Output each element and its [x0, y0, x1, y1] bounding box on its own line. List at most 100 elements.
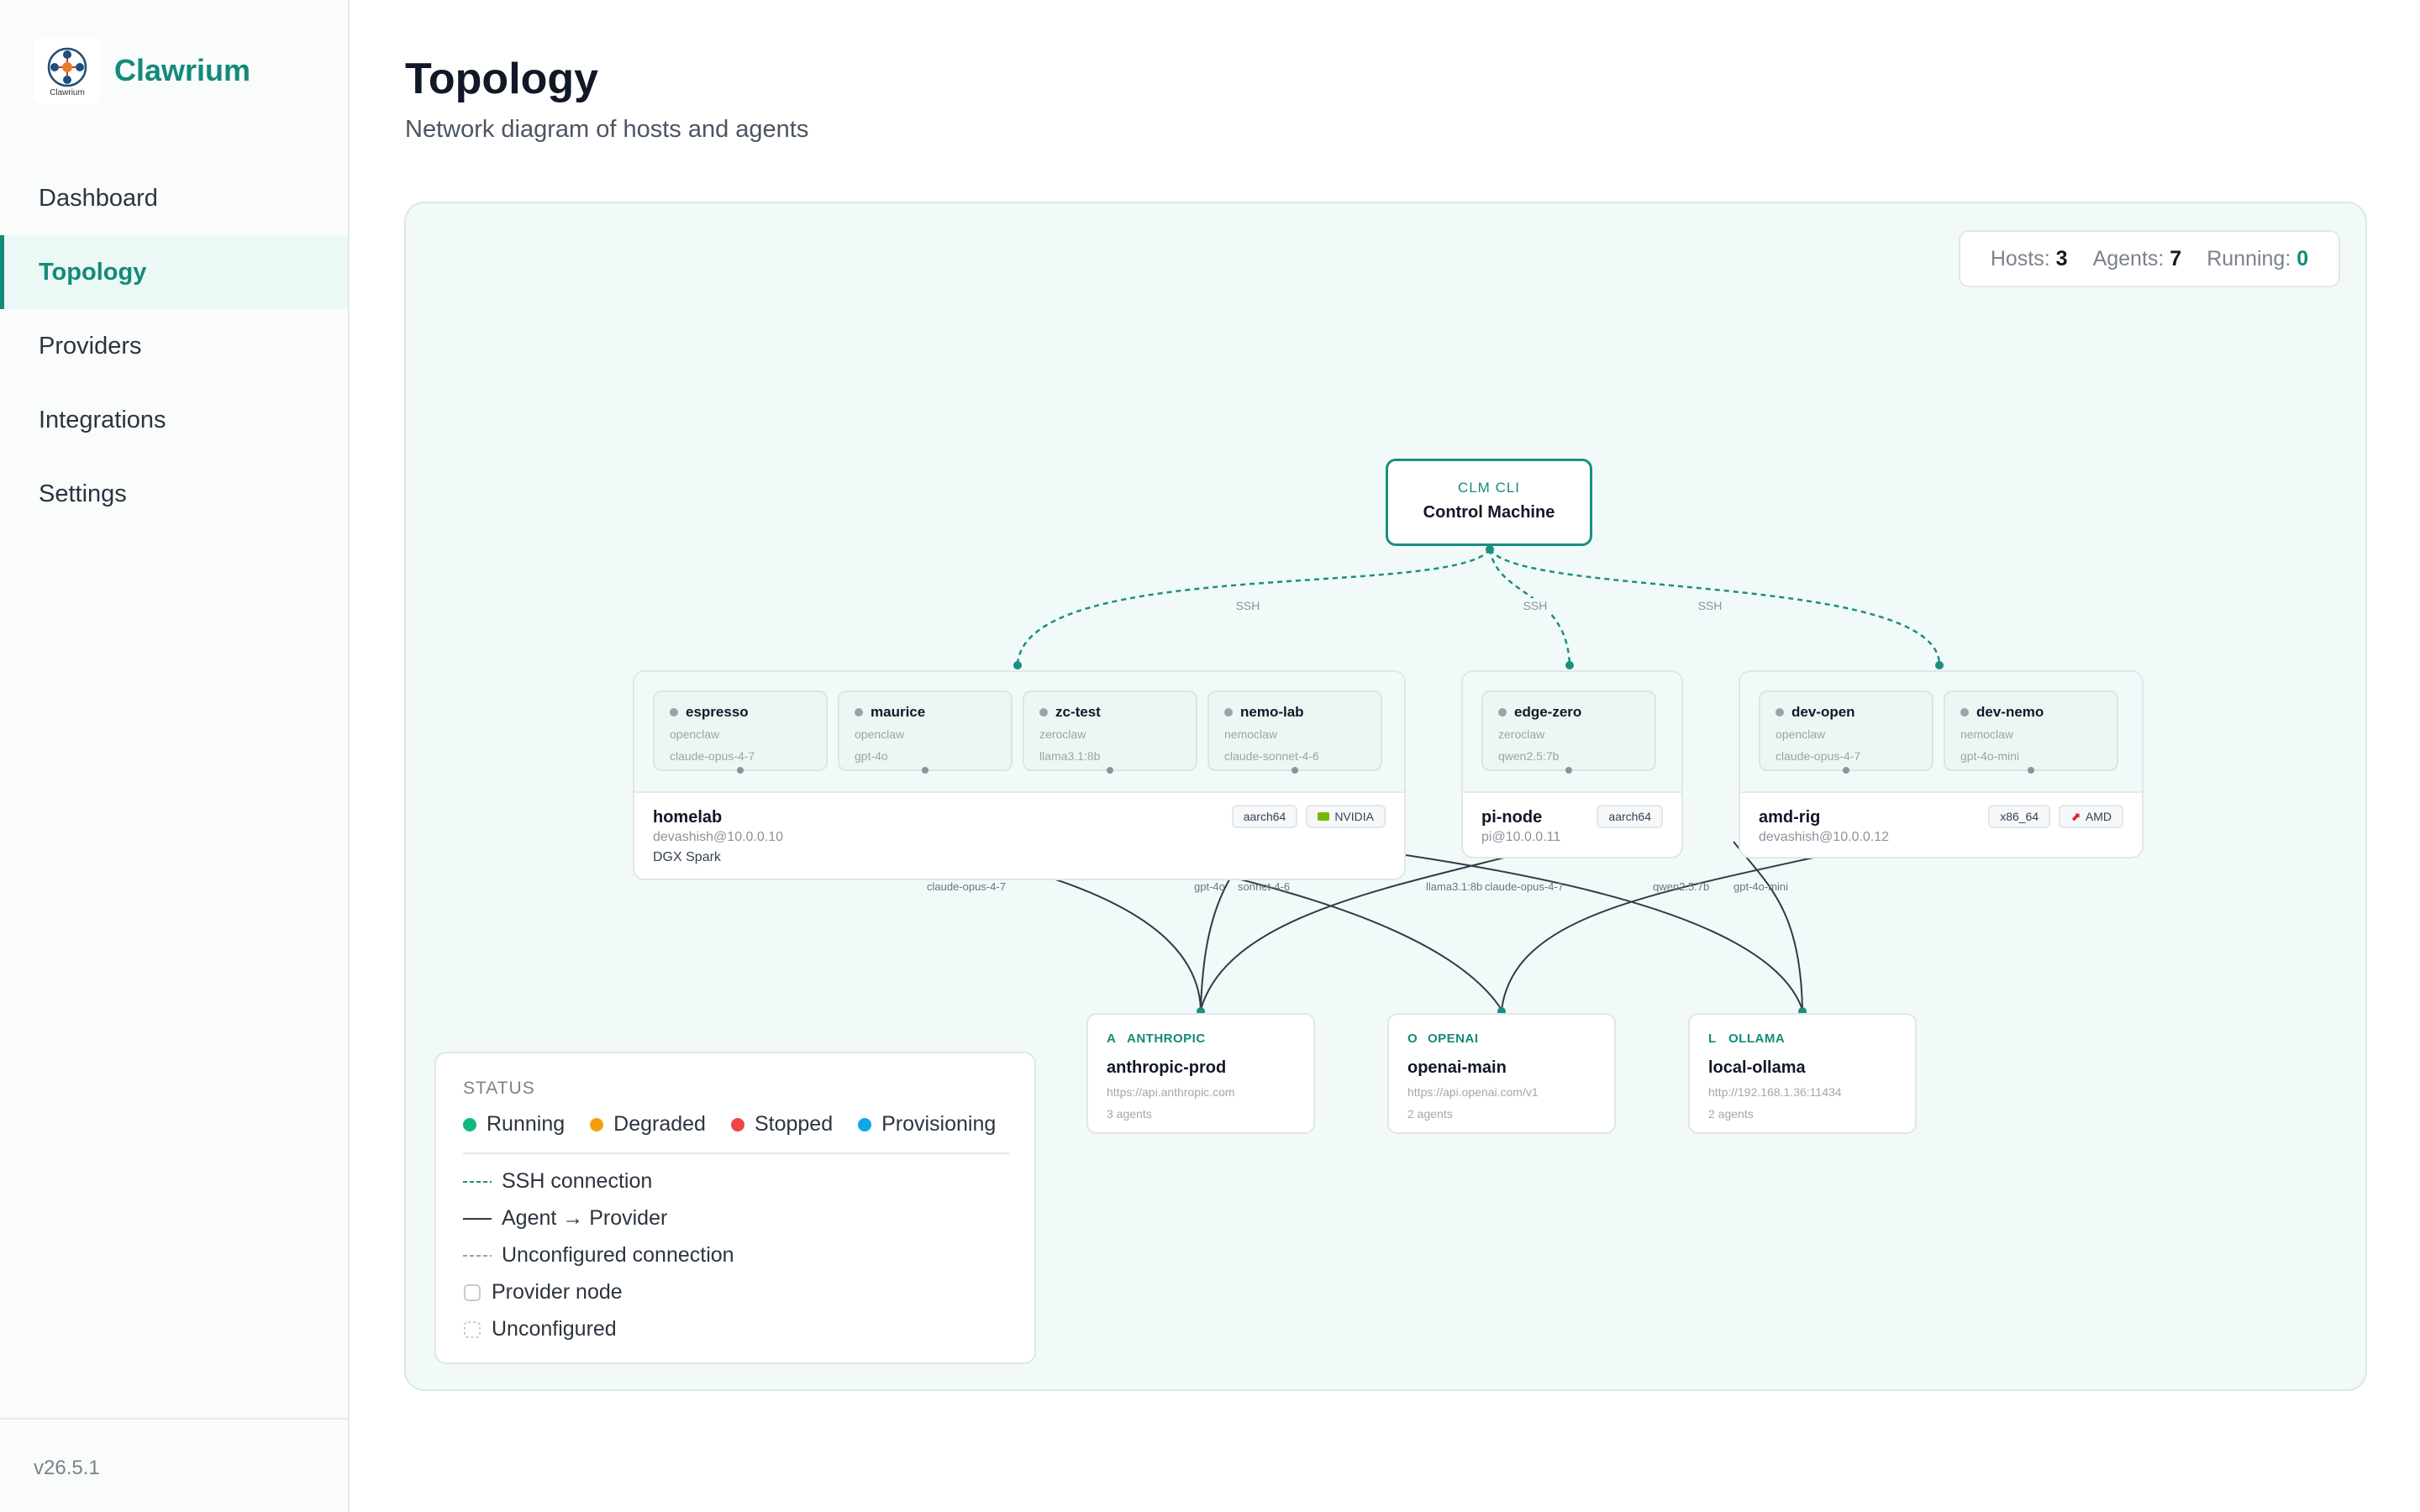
- sidebar: Clawrium Clawrium Dashboard Topology Pro…: [0, 0, 350, 1512]
- agent-model: claude-sonnet-4-6: [1224, 749, 1319, 763]
- agent-runtime: nemoclaw: [1960, 727, 2014, 741]
- sidebar-item-settings[interactable]: Settings: [39, 480, 127, 507]
- host-badges: x86_64 ⬈AMD: [1988, 805, 2123, 828]
- agent-port: [1843, 767, 1849, 774]
- control-machine-node[interactable]: CLM CLI Control Machine: [1386, 459, 1592, 546]
- agent-port: [737, 767, 744, 774]
- legend-unconfigured: Unconfigured: [463, 1317, 617, 1341]
- legend-agent-provider: Agent → Provider: [463, 1206, 667, 1231]
- wire-label-maurice: gpt-4o: [1194, 880, 1225, 893]
- agent-name: espresso: [686, 704, 749, 720]
- legend-degraded: Degraded: [590, 1112, 706, 1137]
- page-subtitle: Network diagram of hosts and agents: [405, 116, 809, 143]
- legend-divider: [463, 1152, 1009, 1154]
- host-agents-pi-node: edge-zero zeroclaw qwen2.5:7b: [1463, 672, 1681, 793]
- provider-agent-count: 2 agents: [1708, 1107, 1754, 1121]
- topology-canvas[interactable]: SSH SSH SSH claude-opus-4-7 gpt-4o sonne…: [404, 202, 2367, 1391]
- pi-node-port: [1565, 661, 1574, 669]
- stat-agents: Agents: 7: [2092, 246, 2182, 270]
- agent-card-zc-test[interactable]: zc-test zeroclaw llama3.1:8b: [1023, 690, 1197, 774]
- host-name: pi-node: [1481, 808, 1543, 827]
- agent-name: edge-zero: [1514, 704, 1582, 720]
- provider-agent-count: 2 agents: [1407, 1107, 1453, 1121]
- provider-url: http://192.168.1.36:11434: [1708, 1085, 1842, 1099]
- wire-label-espresso: claude-opus-4-7: [927, 880, 1006, 893]
- sidebar-item-providers[interactable]: Providers: [39, 332, 142, 360]
- status-dot: [1776, 708, 1784, 717]
- host-address: devashish@10.0.0.12: [1759, 830, 1890, 844]
- status-dot: [1498, 708, 1507, 717]
- agent-name: maurice: [871, 704, 926, 720]
- legend-provisioning: Provisioning: [858, 1112, 996, 1137]
- sidebar-item-topology[interactable]: Topology: [0, 235, 348, 309]
- agent-name: dev-nemo: [1976, 704, 2044, 720]
- host-node-pi-node[interactable]: edge-zero zeroclaw qwen2.5:7b pi-node pi…: [1461, 670, 1683, 858]
- host-agents-amd-rig: dev-open openclaw claude-opus-4-7 dev-ne…: [1740, 672, 2142, 793]
- provider-letter-icon: L: [1708, 1032, 1717, 1046]
- wire-label-nemo-lab: sonnet-4-6: [1238, 880, 1290, 893]
- page-title: Topology: [405, 55, 599, 103]
- brand[interactable]: Clawrium Clawrium: [34, 37, 250, 104]
- logo-caption: Clawrium: [50, 87, 85, 97]
- provider-url: https://api.anthropic.com: [1107, 1085, 1235, 1099]
- agent-card-edge-zero[interactable]: edge-zero zeroclaw qwen2.5:7b: [1481, 690, 1656, 774]
- agent-port: [1292, 767, 1298, 774]
- stat-running: Running: 0: [2207, 246, 2309, 270]
- gpu-badge: ⬈AMD: [2059, 805, 2123, 828]
- provider-name: anthropic-prod: [1107, 1058, 1227, 1077]
- stat-hosts: Hosts: 3: [1990, 246, 2068, 270]
- agent-card-maurice[interactable]: maurice openclaw gpt-4o: [838, 690, 1013, 774]
- degraded-dot-icon: [590, 1117, 604, 1131]
- arch-badge: aarch64: [1597, 805, 1663, 828]
- agent-model: gpt-4o-mini: [1960, 749, 2020, 763]
- arch-badge: x86_64: [1988, 805, 2051, 828]
- stopped-dot-icon: [730, 1117, 744, 1131]
- agent-port: [922, 767, 929, 774]
- agent-runtime: zeroclaw: [1039, 727, 1086, 741]
- legend-statuses: Running Degraded Stopped Provisioning: [463, 1112, 996, 1137]
- provisioning-dot-icon: [858, 1117, 872, 1131]
- legend-ssh: SSH connection: [463, 1169, 652, 1194]
- host-name: amd-rig: [1759, 808, 1821, 827]
- logo-icon: [47, 47, 87, 87]
- provider-agent-count: 3 agents: [1107, 1107, 1152, 1121]
- agent-card-espresso[interactable]: espresso openclaw claude-opus-4-7: [653, 690, 828, 774]
- host-agents-homelab: espresso openclaw claude-opus-4-7 mauric…: [634, 672, 1404, 793]
- agent-runtime: openclaw: [670, 727, 720, 741]
- running-dot-icon: [463, 1117, 476, 1131]
- stat-running-value: 0: [2296, 246, 2309, 270]
- legend-title: STATUS: [463, 1079, 535, 1098]
- agent-name: zc-test: [1055, 704, 1101, 720]
- sidebar-nav: Dashboard Topology Providers Integration…: [0, 161, 348, 531]
- agent-name: nemo-lab: [1240, 704, 1304, 720]
- app-name: Clawrium: [114, 53, 251, 87]
- host-address: devashish@10.0.0.10: [653, 830, 784, 844]
- host-name: homelab: [653, 808, 723, 827]
- agent-runtime: openclaw: [1776, 727, 1826, 741]
- agent-card-dev-nemo[interactable]: dev-nemo nemoclaw gpt-4o-mini: [1944, 690, 2118, 774]
- wire-label-dev-nemo: gpt-4o-mini: [1733, 880, 1788, 893]
- sidebar-item-integrations[interactable]: Integrations: [39, 406, 166, 433]
- homelab-port: [1013, 661, 1022, 669]
- host-badges: aarch64: [1597, 805, 1663, 828]
- agent-port: [1107, 767, 1113, 774]
- app-logo: Clawrium: [34, 37, 101, 104]
- host-node-amd-rig[interactable]: dev-open openclaw claude-opus-4-7 dev-ne…: [1739, 670, 2144, 858]
- amd-rig-port: [1935, 661, 1944, 669]
- status-dot: [855, 708, 863, 717]
- provider-letter-icon: O: [1407, 1032, 1418, 1046]
- sidebar-item-dashboard[interactable]: Dashboard: [39, 184, 158, 212]
- host-node-homelab[interactable]: espresso openclaw claude-opus-4-7 mauric…: [633, 670, 1406, 880]
- agent-card-nemo-lab[interactable]: nemo-lab nemoclaw claude-sonnet-4-6: [1207, 690, 1382, 774]
- unconfigured-box-icon: [463, 1320, 481, 1339]
- sidebar-footer: v26.5.1: [0, 1418, 348, 1512]
- ssh-line-pi-node: [1488, 549, 1571, 664]
- agent-card-dev-open[interactable]: dev-open openclaw claude-opus-4-7: [1759, 690, 1933, 774]
- ssh-label-pi-node: SSH: [1523, 599, 1548, 612]
- legend-unconfigured-connection: Unconfigured connection: [463, 1243, 734, 1268]
